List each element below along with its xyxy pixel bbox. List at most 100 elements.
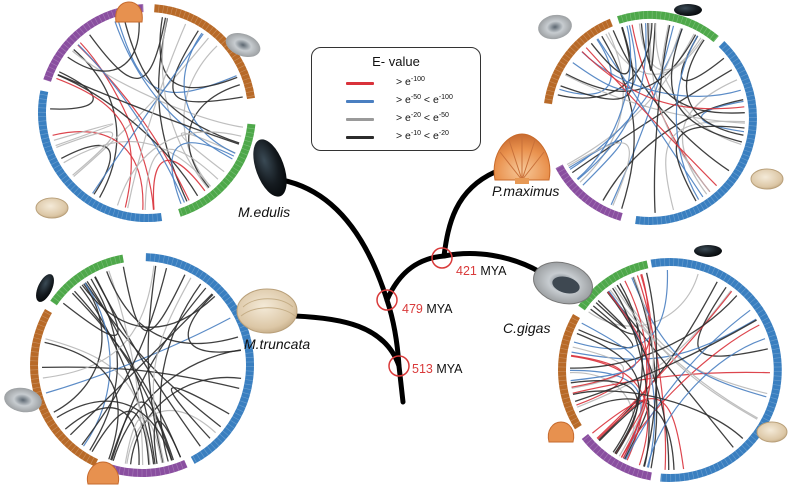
circos-tick	[694, 261, 698, 270]
circos-tick	[577, 190, 584, 198]
circos-tick	[48, 422, 56, 428]
circos-tick	[178, 9, 182, 18]
small-clam-icon-edulis	[35, 197, 69, 219]
circos-tick	[550, 76, 559, 81]
circos-tick	[246, 95, 255, 98]
circos-tick	[187, 264, 192, 272]
circos-tick	[650, 472, 653, 481]
circos-link	[171, 142, 235, 205]
circos-tick	[130, 212, 132, 221]
phylogenetic-tree	[279, 169, 543, 405]
circos-tick	[559, 384, 568, 386]
circos-tick	[734, 168, 743, 174]
circos-tick	[230, 419, 238, 425]
circos-tick	[700, 469, 704, 478]
circos-tick	[565, 329, 573, 334]
circos-link	[126, 409, 217, 464]
circos-tick	[31, 346, 40, 349]
circos-tick	[66, 181, 74, 188]
circos-tick	[160, 212, 163, 221]
circos-tick	[219, 433, 227, 440]
circos-tick	[229, 170, 237, 176]
circos-link	[50, 71, 94, 110]
circos-tick	[743, 149, 752, 153]
circos-tick	[762, 417, 770, 422]
circos-tick	[83, 195, 90, 203]
circos-tick	[82, 452, 87, 460]
circos-tick	[243, 81, 252, 85]
circos-tick	[749, 297, 756, 304]
circos-tick	[45, 149, 53, 153]
circos-tick	[39, 128, 48, 131]
circos-tick	[242, 77, 251, 81]
circos-tick	[580, 301, 588, 308]
circos-tick	[549, 81, 558, 85]
circos-tick	[736, 164, 745, 170]
circos-tick	[32, 341, 41, 344]
circos-tick	[152, 213, 154, 222]
circos-segment-orange	[544, 18, 613, 105]
circos-tick	[740, 287, 747, 294]
circos-tick	[738, 161, 747, 166]
circos-link	[565, 74, 745, 124]
circos-tick	[629, 12, 632, 21]
circos-tick	[112, 208, 116, 217]
scallop-shell-image	[493, 133, 551, 184]
circos-p-maximus	[543, 10, 757, 226]
circos-tick	[199, 199, 204, 207]
circos-link	[56, 400, 173, 461]
circos-link	[568, 139, 623, 186]
circos-link	[62, 276, 119, 336]
circos-link	[557, 22, 653, 99]
legend-label-blue: > e-50 < e-100	[396, 94, 453, 106]
circos-tick	[582, 34, 589, 41]
circos-tick	[744, 86, 753, 89]
circos-tick	[716, 462, 721, 471]
circos-tick	[38, 98, 47, 100]
circos-tick	[718, 40, 725, 48]
circos-tick	[722, 185, 729, 191]
circos-tick	[57, 432, 64, 439]
species-label-m-edulis: M.edulis	[238, 204, 291, 220]
circos-tick	[103, 205, 108, 214]
circos-tick	[206, 445, 213, 453]
circos-tick	[180, 461, 184, 470]
circos-tick	[727, 178, 735, 185]
circos-tick	[30, 378, 39, 380]
small-clam-icon-maximus	[750, 168, 784, 190]
circos-tick	[773, 357, 782, 359]
circos-tick	[55, 168, 63, 173]
circos-tick	[96, 262, 101, 270]
circos-tick	[171, 464, 175, 473]
circos-tick	[52, 58, 60, 63]
circos-link	[147, 265, 164, 463]
circos-tick	[239, 151, 248, 156]
circos-tick	[154, 468, 157, 477]
circos-tick	[761, 317, 770, 322]
circos-tick	[237, 64, 246, 69]
circos-tick	[561, 397, 570, 400]
circos-tick	[94, 17, 99, 25]
circos-tick	[62, 286, 69, 293]
circos-tick	[244, 347, 253, 350]
circos-segment-blue	[635, 41, 757, 225]
mussel-shell-image	[253, 139, 287, 197]
circos-tick	[110, 10, 115, 18]
circos-link	[56, 131, 114, 176]
circos-link	[172, 30, 243, 103]
small-oyster-icon-truncata	[4, 387, 42, 413]
circos-tick	[46, 418, 54, 424]
circos-tick	[599, 450, 606, 458]
circos-tick	[86, 455, 91, 463]
circos-tick	[732, 171, 740, 177]
circos-tick	[98, 15, 103, 23]
circos-tick	[560, 171, 568, 177]
circos-tick	[225, 427, 232, 433]
circos-tick	[76, 274, 82, 281]
circos-tick	[46, 70, 55, 75]
circos-link	[576, 25, 632, 180]
circos-link	[622, 280, 648, 459]
circos-link	[573, 269, 669, 350]
circos-tick	[86, 22, 92, 30]
circos-link	[602, 99, 744, 201]
